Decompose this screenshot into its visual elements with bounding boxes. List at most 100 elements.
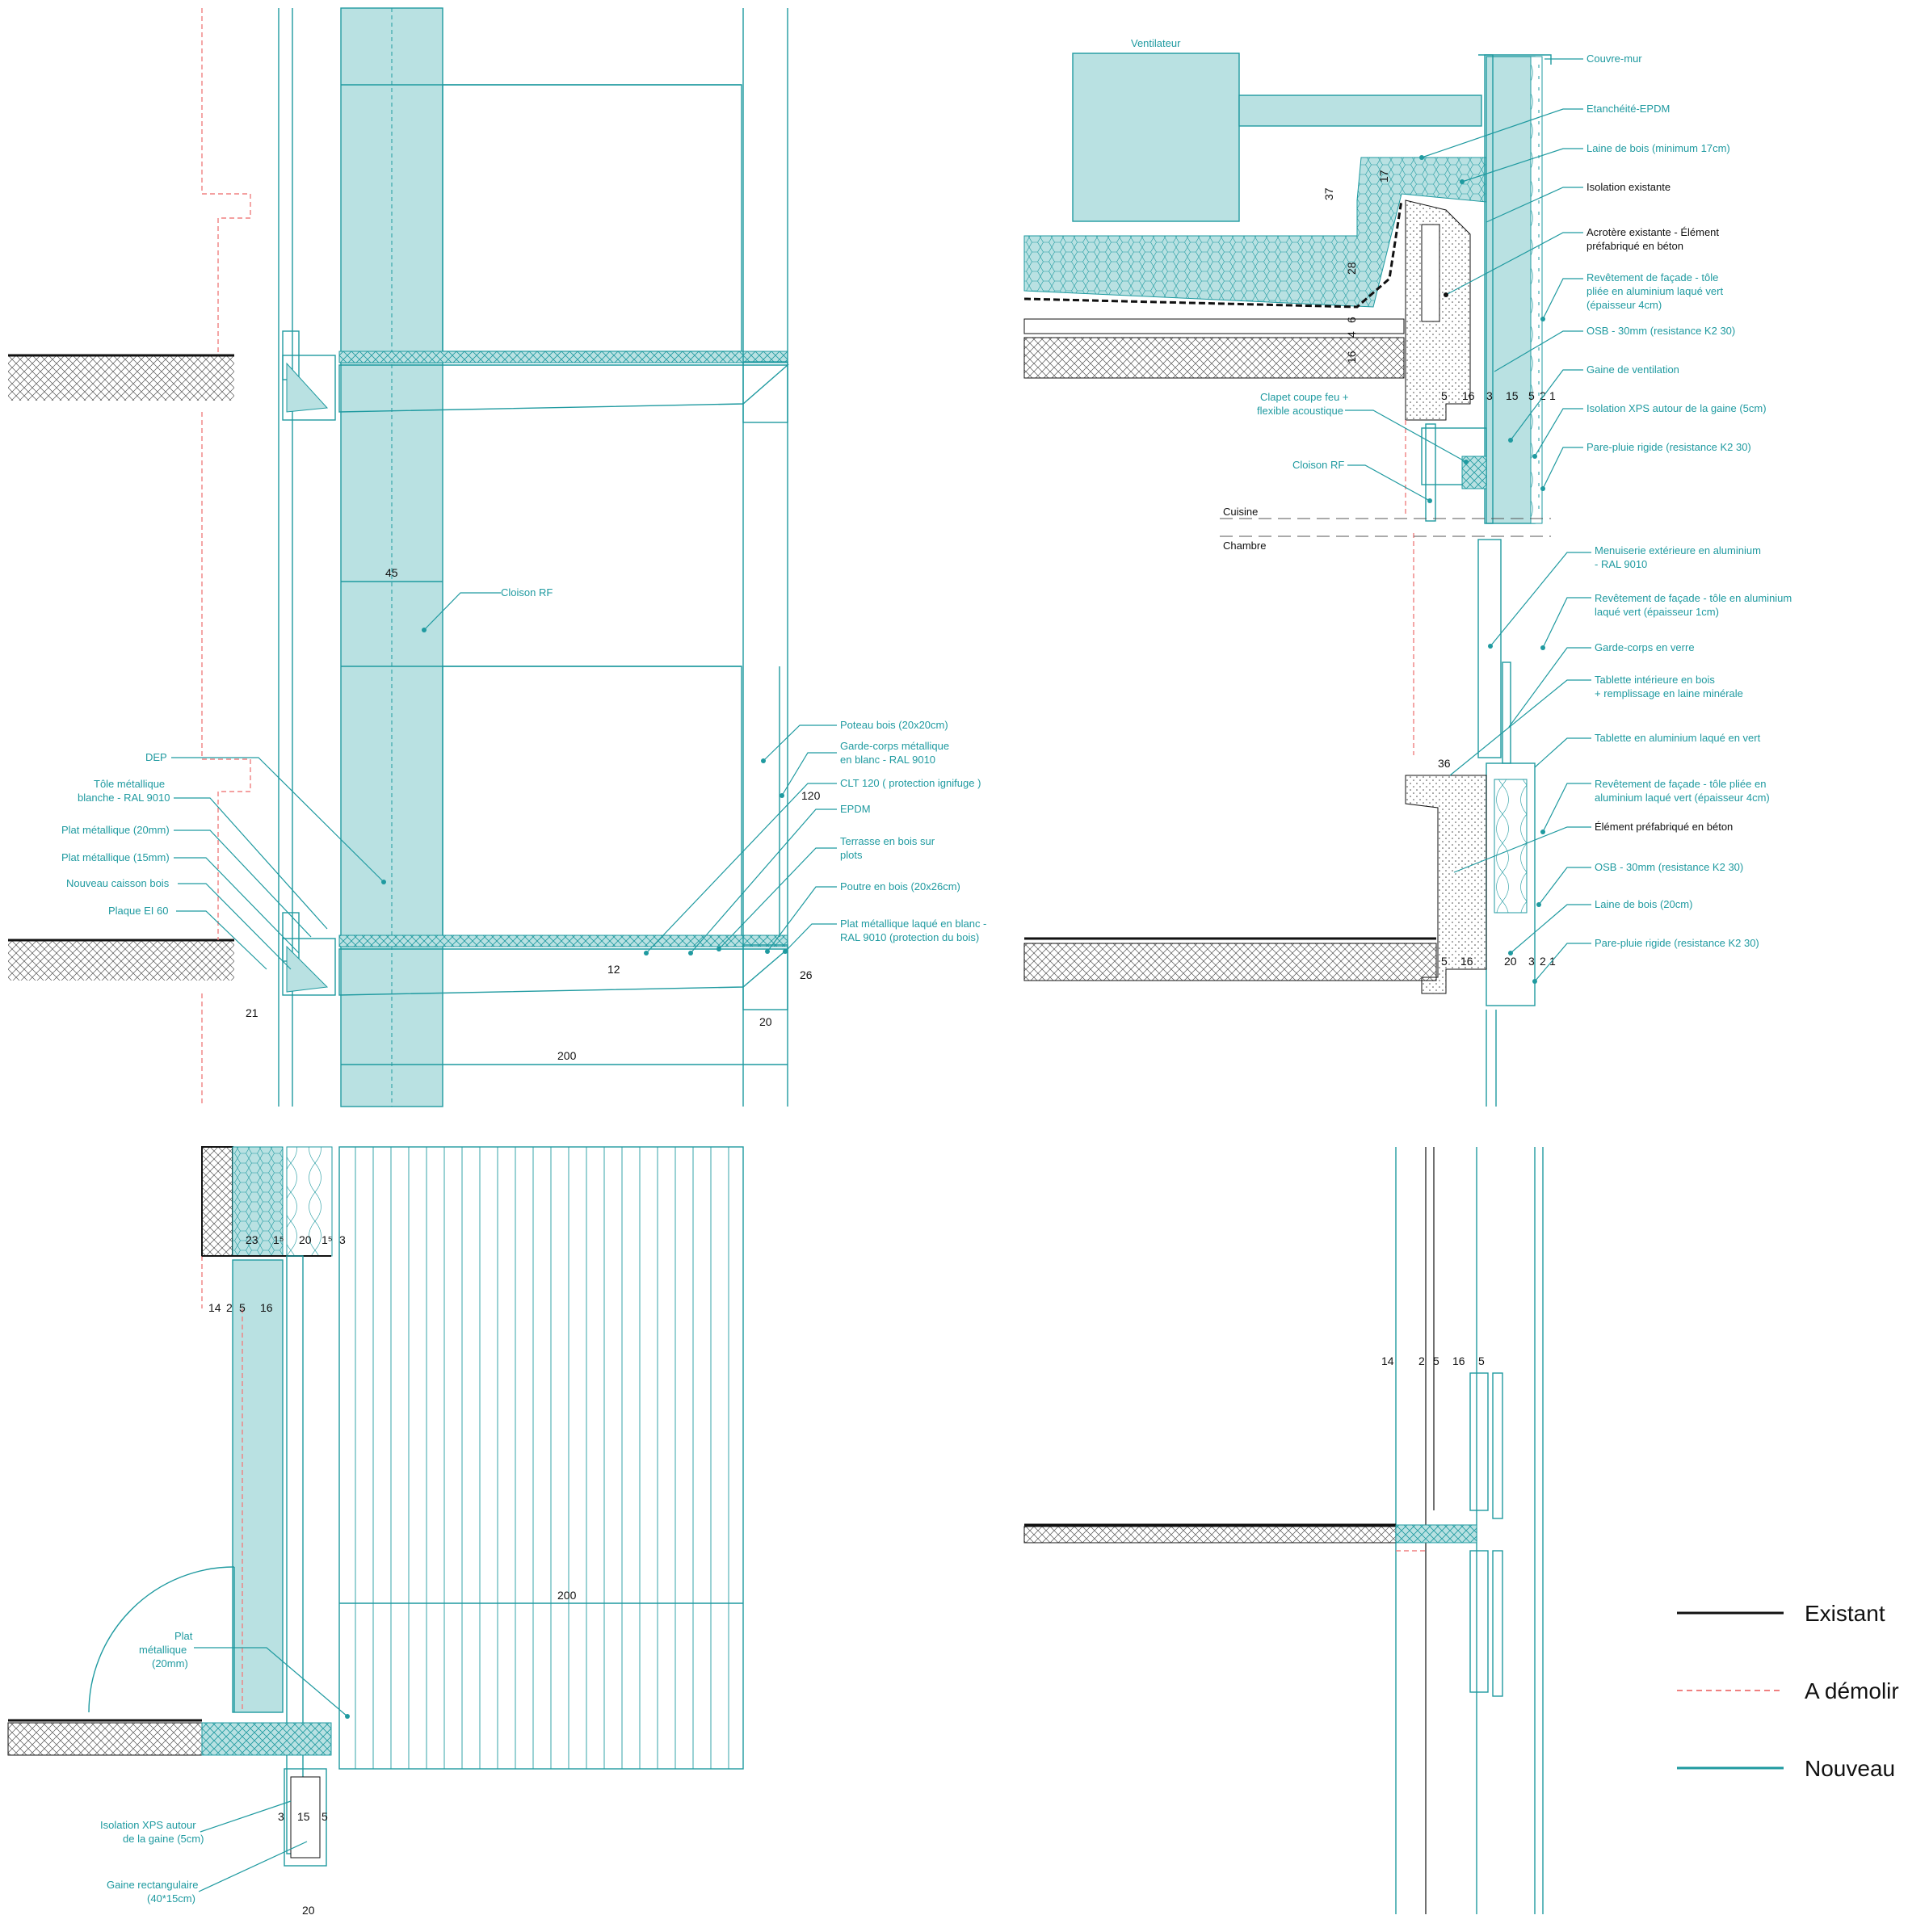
label-revetement-1: Revêtement de façade - tôle en aluminium…	[1540, 592, 1792, 650]
svg-text:(40*15cm): (40*15cm)	[147, 1892, 195, 1905]
dim-45: 45	[385, 566, 398, 579]
dim-16: 16	[1345, 351, 1358, 363]
svg-text:Tablette en aluminium laqué en: Tablette en aluminium laqué en vert	[1595, 732, 1761, 744]
label-poutre: Poutre en bois (20x26cm)	[765, 880, 960, 954]
label-caisson: Nouveau caisson bois	[66, 877, 292, 970]
dim-16c: 16	[1460, 955, 1473, 968]
door-swing	[88, 1566, 235, 1713]
label-tablette-bois: Tablette intérieure en bois + remplissag…	[1449, 674, 1743, 776]
dim-3b: 3	[1528, 955, 1535, 968]
svg-text:Terrasse en bois sur: Terrasse en bois sur	[840, 835, 935, 847]
wood-box-upper	[282, 355, 336, 421]
label-garde-verre: Garde-corps en verre	[1508, 641, 1695, 728]
panel-top-right: Ventilateur Cuisine Chambre	[1023, 37, 1792, 1107]
window-plan-upper	[1469, 1372, 1489, 1511]
ventilation-duct	[1238, 94, 1482, 127]
dim-200-b: 200	[557, 1589, 577, 1602]
rect-duct	[284, 1768, 327, 1867]
legend-label-0: Existant	[1805, 1601, 1885, 1626]
svg-text:Acrotère existante - Élément: Acrotère existante - Élément	[1586, 226, 1719, 238]
svg-text:Isolation existante: Isolation existante	[1586, 181, 1671, 193]
svg-text:- RAL 9010: - RAL 9010	[1595, 558, 1647, 570]
svg-text:+ remplissage en laine minéral: + remplissage en laine minérale	[1595, 687, 1743, 699]
dim-20-e: 20	[302, 1904, 315, 1917]
dim-6: 6	[1345, 317, 1358, 323]
label-laine20: Laine de bois (20cm)	[1508, 898, 1692, 956]
label-poteau: Poteau bois (20x20cm)	[761, 719, 948, 763]
svg-text:RAL 9010 (protection du bois): RAL 9010 (protection du bois)	[840, 931, 979, 943]
dim-23: 23	[246, 1233, 258, 1246]
existing-slab-upper	[8, 355, 234, 401]
label-cloison-rf: Cloison RF	[422, 586, 553, 632]
terrace-plan	[355, 1147, 729, 1769]
label-dep: DEP	[145, 751, 386, 884]
dim-21: 21	[246, 1006, 258, 1019]
legend-label-1: A démolir	[1805, 1678, 1899, 1703]
label-terrasse: Terrasse en bois sur plots	[717, 835, 935, 951]
dim-120: 120	[801, 789, 821, 802]
label-pare-pluie-2: Pare-pluie rigide (resistance K2 30)	[1532, 937, 1759, 984]
label-revetement-4: Revêtement de façade - tôle pliée en alu…	[1540, 271, 1723, 321]
dim-20: 20	[759, 1015, 772, 1028]
svg-text:Gaine rectangulaire: Gaine rectangulaire	[107, 1879, 198, 1891]
dim-1: 1	[1549, 389, 1556, 402]
dim-28: 28	[1345, 262, 1358, 275]
svg-text:Poutre en bois (20x26cm): Poutre en bois (20x26cm)	[840, 880, 960, 892]
label-gaine: Gaine de ventilation	[1508, 363, 1679, 443]
dim-200: 200	[557, 1049, 577, 1062]
dim-1-5: 1⁵	[273, 1233, 284, 1246]
svg-text:Revêtement de façade - tôle: Revêtement de façade - tôle	[1586, 271, 1718, 284]
svg-text:Pare-pluie rigide (resistance: Pare-pluie rigide (resistance K2 30)	[1595, 937, 1759, 949]
label-osb-2: OSB - 30mm (resistance K2 30)	[1536, 861, 1743, 907]
svg-text:de la gaine (5cm): de la gaine (5cm)	[123, 1833, 204, 1845]
label-pare-pluie: Pare-pluie rigide (resistance K2 30)	[1540, 441, 1751, 491]
wood-box-lower	[282, 938, 336, 996]
dim-5-r: 5	[1433, 1354, 1439, 1367]
label-plat-15: Plat métallique (15mm)	[61, 851, 300, 954]
label-plat-20: Plat métallique (20mm)	[61, 824, 312, 938]
label-xps: Isolation XPS autour de la gaine (5cm)	[1532, 402, 1767, 459]
svg-text:Cloison RF: Cloison RF	[501, 586, 553, 598]
svg-text:en blanc - RAL 9010: en blanc - RAL 9010	[840, 754, 935, 766]
svg-text:Cloison RF: Cloison RF	[1292, 459, 1344, 471]
dim-20: 20	[1504, 955, 1517, 968]
label-gaine-rect: Gaine rectangulaire (40*15cm)	[107, 1841, 308, 1905]
panel-top-left: 45 21 20 200 26 12 120 Cloison RF DEP Tô…	[8, 7, 986, 1107]
svg-text:Gaine de ventilation: Gaine de ventilation	[1586, 363, 1679, 376]
label-clt: CLT 120 ( protection ignifuge )	[644, 777, 981, 956]
dim-20-b: 20	[299, 1233, 312, 1246]
dim-37: 37	[1322, 187, 1335, 200]
ventilation-shaft	[1486, 56, 1536, 524]
dim-3-b: 3	[339, 1233, 346, 1246]
svg-text:Garde-corps en verre: Garde-corps en verre	[1595, 641, 1695, 653]
dim-16b: 16	[1462, 389, 1475, 402]
svg-text:Laine de bois (minimum 17cm): Laine de bois (minimum 17cm)	[1586, 142, 1730, 154]
label-menuiserie: Menuiserie extérieure en aluminium - RAL…	[1488, 544, 1761, 649]
svg-text:DEP: DEP	[145, 751, 167, 763]
label-plaque: Plaque EI 60	[108, 905, 267, 970]
label-epdm: EPDM	[688, 803, 871, 956]
dim-5b: 5	[1528, 389, 1535, 402]
dim-3: 3	[1486, 389, 1493, 402]
precast-concrete-element	[1405, 775, 1487, 994]
existing-slab-lower	[8, 940, 234, 981]
wood-wool-panel	[1494, 779, 1528, 914]
svg-text:Isolation XPS autour de la gai: Isolation XPS autour de la gaine (5cm)	[1586, 402, 1767, 414]
window-plan-lower	[1469, 1550, 1489, 1693]
svg-text:laqué vert (épaisseur 1cm): laqué vert (épaisseur 1cm)	[1595, 606, 1719, 618]
dim-14: 14	[208, 1301, 221, 1314]
svg-text:EPDM: EPDM	[840, 803, 871, 815]
label-acrotere: Acrotère existante - Élément préfabriqué…	[1444, 226, 1719, 297]
svg-text:Plaque EI 60: Plaque EI 60	[108, 905, 168, 917]
dim-36: 36	[1438, 757, 1451, 770]
dim-16-r: 16	[1452, 1354, 1465, 1367]
panel-bottom-right: 14 2 5 16 5	[1023, 1147, 1544, 1914]
svg-text:Élément préfabriqué en béton: Élément préfabriqué en béton	[1595, 821, 1733, 833]
ventilator-unit	[1072, 52, 1240, 222]
svg-text:(20mm): (20mm)	[152, 1657, 188, 1670]
svg-text:Laine de bois (20cm): Laine de bois (20cm)	[1595, 898, 1692, 910]
dim-5-e: 5	[322, 1810, 328, 1823]
svg-text:Clapet coupe feu +: Clapet coupe feu +	[1260, 391, 1349, 403]
